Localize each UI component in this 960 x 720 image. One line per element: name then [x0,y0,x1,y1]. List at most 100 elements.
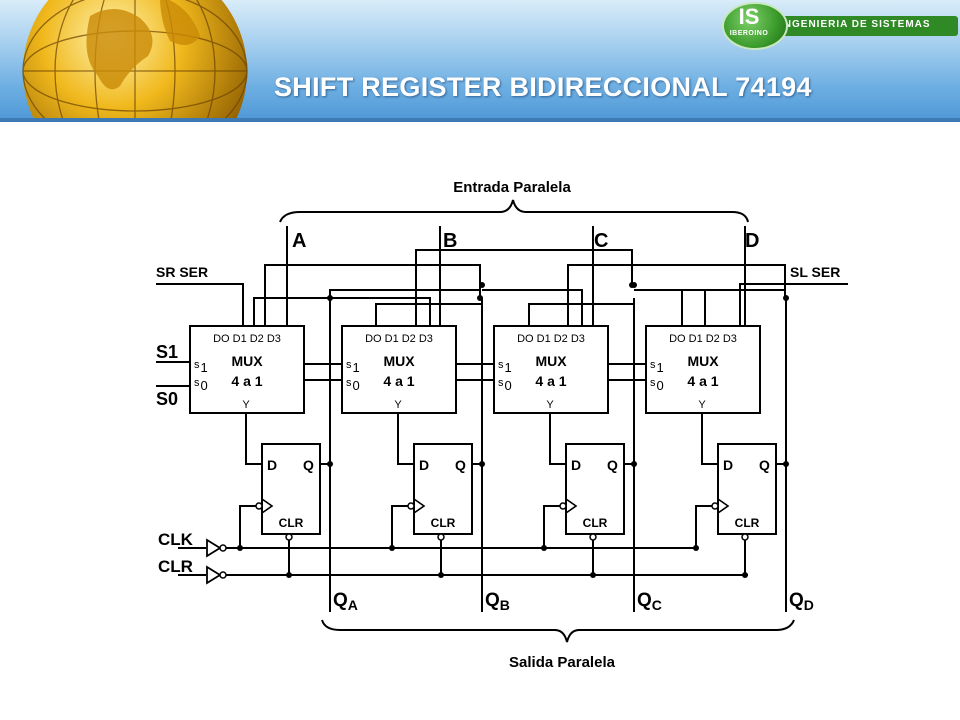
junction-dot [590,572,596,578]
mux-s0-pin: s0 [194,377,208,393]
top-label: Entrada Paralela [453,179,571,196]
input-label-a: A [292,230,306,252]
output-qc-sub: C [652,597,662,613]
mux-to-ff-a [245,413,262,465]
junction-dot [237,545,243,551]
feedback-wire [329,289,480,298]
feedback-wire [375,303,482,326]
mux-s0-sub: 0 [505,378,512,393]
logo-text: INGENIERIA DE SISTEMAS [780,19,931,30]
ff-box [565,443,625,535]
ff-q-pin: Q [455,457,466,473]
header-divider [0,118,960,122]
logo-initials: IS [738,4,760,29]
junction-dot [693,545,699,551]
mux-subtitle: 4 a 1 [231,373,262,389]
mux-title: MUX [687,353,719,369]
feedback-wire [264,264,481,326]
ff-q-pin: Q [303,457,314,473]
clk-inverter-bubble [219,544,227,552]
ff-clock-bubble [407,502,415,510]
junction-dot [783,461,789,467]
globe-icon [22,0,248,122]
ff-clock-marker [565,498,578,514]
mux-s1-pin: s1 [498,359,512,375]
feedback-wire [528,303,634,326]
junction-dot [742,572,748,578]
sr-ser-label: SR SER [156,264,208,280]
mux-s0-sub: 0 [657,378,664,393]
mux-s1-pin: s1 [194,359,208,375]
mux-subtitle: 4 a 1 [535,373,566,389]
ff-clr-pin: CLR [279,516,304,530]
ff-clock-bubble [559,502,567,510]
logo-subtext: IBEROINO [729,30,769,37]
feedback-wire [681,289,785,326]
mux-y-pin: Y [242,399,250,411]
mux-s0-pin: s0 [346,377,360,393]
ff-q-pin: Q [759,457,770,473]
junction-dot [629,282,635,288]
output-qd-main: Q [789,590,804,611]
output-label-qb: QB [485,590,510,613]
flip-flop-a: D Q CLR [255,443,321,541]
clk-label: CLK [158,530,194,549]
ff-clock-bubble [711,502,719,510]
ff-clr-bubble [589,533,597,541]
clr-label: CLR [158,557,193,576]
mux-s0-sub: 0 [353,378,360,393]
junction-dot [783,295,789,301]
clk-to-ff-d [695,505,714,548]
ff-d-pin: D [267,457,277,473]
mux-y-pin: Y [394,399,402,411]
sl-ser-wire [739,283,848,326]
bottom-brace [321,619,795,643]
ff-q-pin: Q [607,457,618,473]
mux-box [493,325,609,414]
mux-s1-main: s [650,359,656,371]
bottom-label: Salida Paralela [509,654,616,671]
junction-dot [631,461,637,467]
mux-to-ff-d [701,413,718,465]
junction-dot [438,572,444,578]
slide-header: INGENIERIA DE SISTEMAS IS IBEROINO SHIFT… [0,0,960,122]
mux-s1-main: s [498,359,504,371]
mux-pins: DO D1 D2 D3 [669,333,737,345]
input-label-d: D [745,230,759,252]
clock-clear-inputs [178,547,206,576]
s0-label: S0 [156,389,178,409]
feedback-wire [482,289,583,326]
mux-s1-sub: 1 [353,360,360,375]
junction-dot [327,461,333,467]
clk-to-ff-c [543,505,562,548]
ff-box [261,443,321,535]
s-lines [156,361,190,387]
mux-pins: DO D1 D2 D3 [365,333,433,345]
output-label-qd: QD [789,590,814,613]
mux-subtitle: 4 a 1 [383,373,414,389]
logo-badge [722,2,788,50]
junction-dots [237,282,789,578]
output-label-qa: QA [333,590,358,613]
feedback-wire [415,249,633,326]
input-label-b: B [443,230,457,252]
feedback-wire [253,297,330,326]
mux-y-pin: Y [546,399,554,411]
ff-clr-pin: CLR [431,516,456,530]
junction-dot [389,545,395,551]
junction-dot [479,461,485,467]
mux-box [189,325,305,414]
logo-bar [774,16,958,36]
feedback-wire [330,297,431,326]
mux-title: MUX [535,353,567,369]
output-qd-sub: D [804,597,814,613]
ff-clr-bubble [741,533,749,541]
mux-y-pin: Y [698,399,706,411]
sr-ser-wire [156,283,244,326]
